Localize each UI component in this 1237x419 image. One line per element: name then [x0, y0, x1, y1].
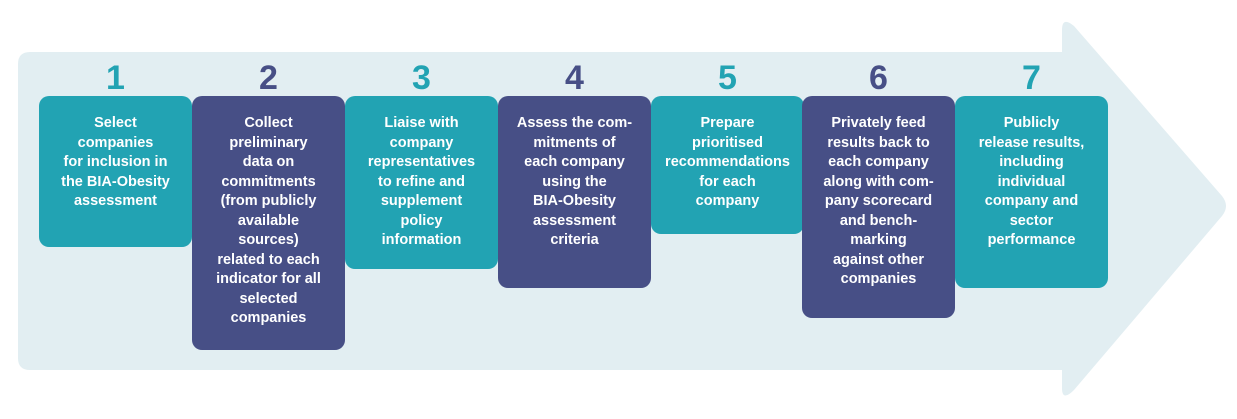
- step-box: Publicly release results, including indi…: [955, 96, 1108, 288]
- step-box: Assess the com- mitments of each company…: [498, 96, 651, 288]
- step-number: 3: [412, 59, 431, 97]
- step-number: 7: [1022, 59, 1041, 97]
- step-box: Privately feed results back to each comp…: [802, 96, 955, 318]
- step-number: 1: [106, 59, 125, 97]
- step-number: 4: [565, 59, 584, 97]
- step-box: Collect preliminary data on commitments …: [192, 96, 345, 350]
- step-box: Prepare prioritised recommendations for …: [651, 96, 804, 234]
- step-number: 6: [869, 59, 888, 97]
- step-number: 5: [718, 59, 737, 97]
- step-box: Liaise with company representatives to r…: [345, 96, 498, 269]
- step-number: 2: [259, 59, 278, 97]
- step-box: Select companies for inclusion in the BI…: [39, 96, 192, 247]
